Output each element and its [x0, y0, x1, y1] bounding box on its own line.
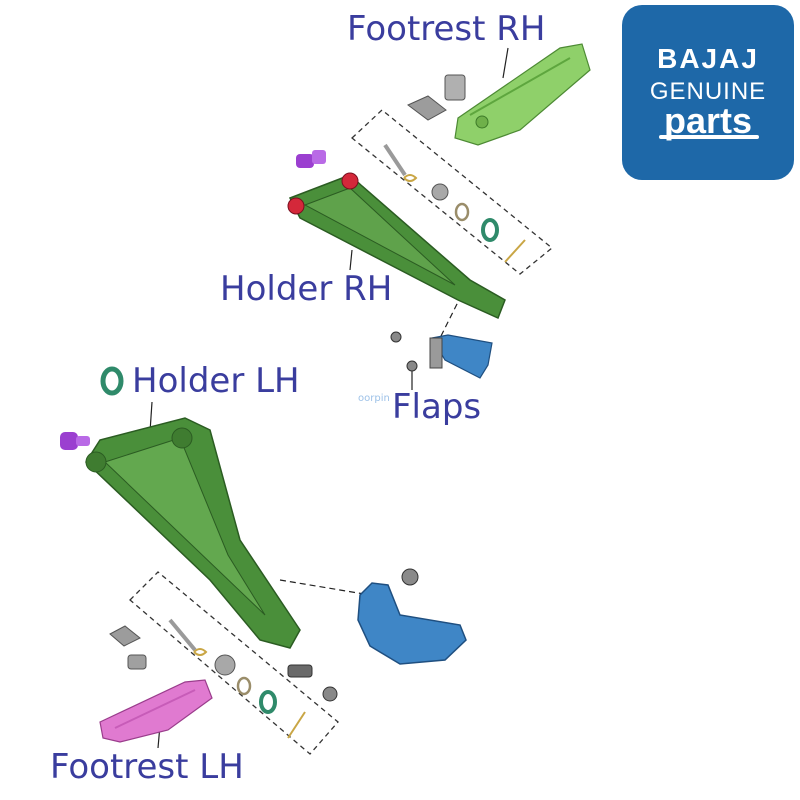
brand-name: BAJAJ — [657, 43, 759, 74]
hardware-rh — [383, 143, 526, 263]
bushing-red — [341, 172, 359, 190]
brand-underline — [659, 135, 759, 139]
label-footrest-lh: Footrest LH — [50, 747, 244, 787]
dashed-box-rh — [351, 109, 554, 275]
footrest-rh-part — [454, 43, 591, 146]
brand-tagline: GENUINE — [649, 78, 767, 105]
bajaj-genuine-parts-logo: BAJAJ GENUINE parts — [622, 5, 794, 180]
dashed-box-lh — [129, 571, 339, 755]
holder-rh-part — [287, 172, 506, 320]
label-holder-lh: Holder LH — [132, 361, 300, 401]
oring — [481, 218, 499, 242]
bracket-pieces-rh — [407, 74, 466, 121]
label-holder-rh: Holder RH — [220, 269, 393, 309]
flap-lh-part — [357, 568, 467, 665]
flap-rh-part — [390, 331, 493, 379]
bushing-red — [287, 197, 305, 215]
footrest-lh-part — [99, 679, 213, 743]
holder-lh-part — [85, 417, 301, 649]
hardware-lh — [109, 618, 338, 739]
bolt-rh — [296, 150, 326, 168]
label-footrest-rh: Footrest RH — [347, 9, 546, 49]
watermark: oorpin — [358, 393, 390, 404]
brand-parts: parts — [663, 100, 753, 141]
label-flaps: Flaps — [392, 387, 482, 427]
oring-lh — [100, 366, 124, 396]
bolt-lh — [60, 432, 90, 450]
